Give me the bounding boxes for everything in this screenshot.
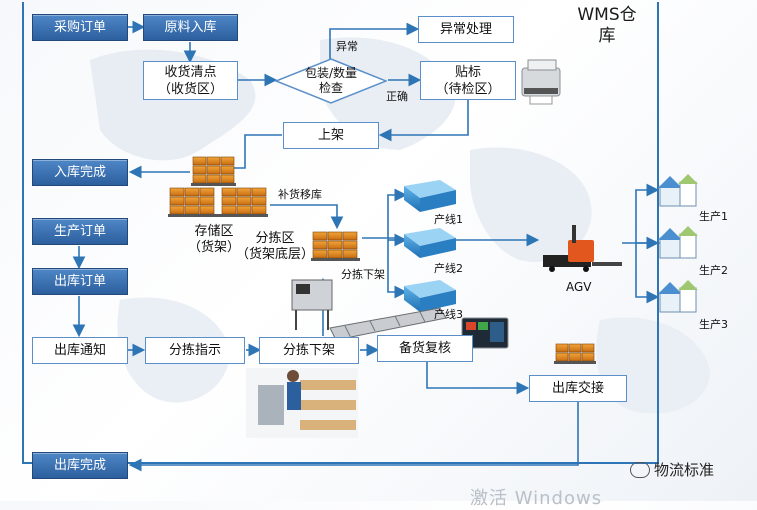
picking-worker-illustration xyxy=(246,368,358,438)
wms-title: WMS仓 库 xyxy=(577,5,637,46)
labeling-box[interactable]: 贴标 （待检区） xyxy=(420,61,516,100)
inbound-done-box[interactable]: 入库完成 xyxy=(32,159,128,186)
outbound-order-box[interactable]: 出库订单 xyxy=(32,268,128,295)
raw-inbound-box[interactable]: 原料入库 xyxy=(143,14,238,41)
prod3-label: 生产3 xyxy=(699,318,728,331)
agv-label: AGV xyxy=(566,280,592,294)
production-bin-icon xyxy=(404,180,456,312)
outbound-notice-box[interactable]: 出库通知 xyxy=(32,337,128,364)
exception-box[interactable]: 异常处理 xyxy=(418,16,514,43)
production-building-icon xyxy=(658,174,698,313)
storage-rack-icon xyxy=(169,187,267,215)
outbound-done-box[interactable]: 出库完成 xyxy=(32,452,128,479)
inspect-label: 包装/数量 检查 xyxy=(304,66,358,95)
outbound-handover-box[interactable]: 出库交接 xyxy=(529,375,627,402)
crate-stack-icon xyxy=(192,156,235,184)
picking-rack-icon xyxy=(312,231,358,259)
inspect-diamond-shape xyxy=(275,58,387,104)
handover-crate-icon xyxy=(555,343,595,362)
picking-instruction-box[interactable]: 分拣指示 xyxy=(145,337,245,364)
line3-label: 产线3 xyxy=(434,308,463,321)
purchase-order-box[interactable]: 采购订单 xyxy=(32,14,128,41)
agv-forklift-icon xyxy=(543,225,622,272)
monitor-screen-icon xyxy=(461,317,509,349)
picking-cart-icon xyxy=(291,279,333,330)
shelving-box[interactable]: 上架 xyxy=(283,122,379,149)
line1-label: 产线1 xyxy=(434,213,463,226)
prod2-label: 生产2 xyxy=(699,264,728,277)
wms-frame xyxy=(22,2,659,464)
brand-label: 物流标准 xyxy=(654,461,715,479)
receive-count-box[interactable]: 收货清点 （收货区） xyxy=(143,61,238,100)
conveyor-icon xyxy=(329,307,447,341)
stock-review-box[interactable]: 备货复核 xyxy=(377,335,473,362)
brand-mark: 物流标准 xyxy=(630,459,714,480)
abnormal-label: 异常 xyxy=(336,40,358,53)
correct-label: 正确 xyxy=(386,90,408,103)
wechat-icon xyxy=(630,461,650,478)
picking-off-shelf-box[interactable]: 分拣下架 xyxy=(259,337,359,364)
label-printer-icon xyxy=(521,59,561,105)
inspect-diamond[interactable]: 包装/数量 检查 xyxy=(275,58,387,104)
prod1-label: 生产1 xyxy=(699,210,728,223)
replenish-move-label: 补货移库 xyxy=(278,188,322,201)
production-order-box[interactable]: 生产订单 xyxy=(32,218,128,245)
line2-label: 产线2 xyxy=(434,262,463,275)
windows-watermark: 激活 Windows xyxy=(470,488,603,509)
picking-area-label: 分拣区 （货架底层） xyxy=(236,231,315,262)
picking-off-label: 分拣下架 xyxy=(341,268,385,281)
storage-area-label: 存储区 （货架） xyxy=(188,224,241,255)
